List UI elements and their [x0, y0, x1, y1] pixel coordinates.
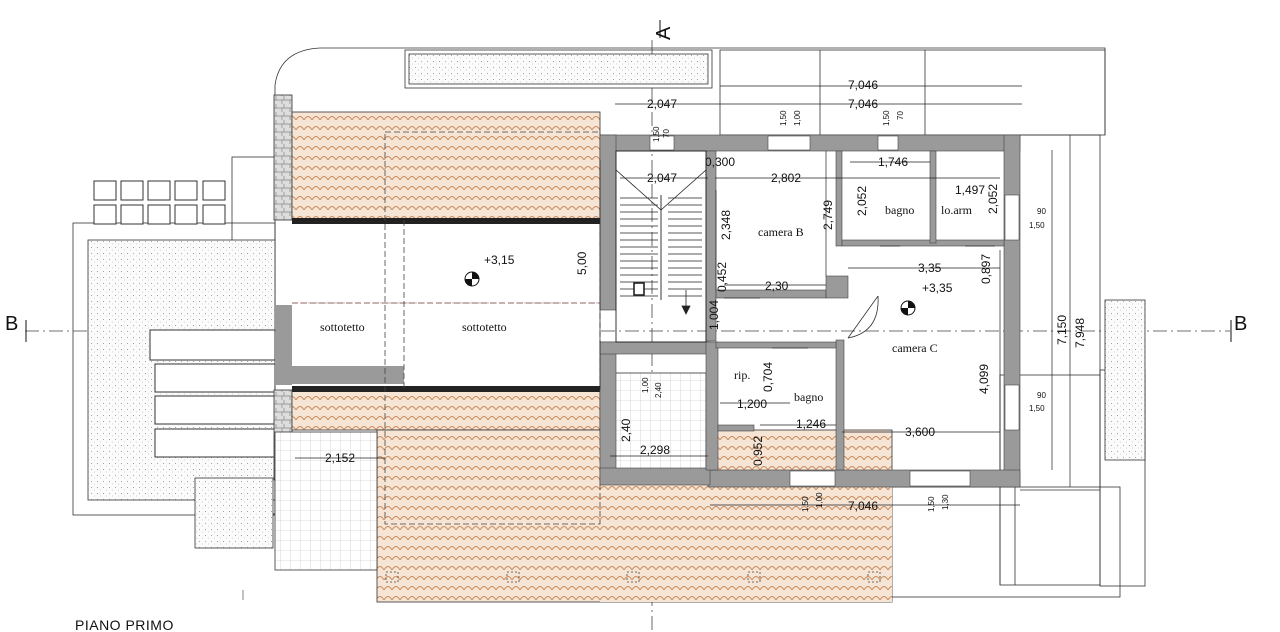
- dim-2298: 2,298: [640, 443, 670, 457]
- dim-335: 3,35: [918, 261, 942, 275]
- section-mark-top: A: [653, 26, 675, 40]
- solar-panels: [93, 180, 226, 225]
- attic-area: [292, 220, 600, 390]
- roof-tiles-mid: [600, 485, 892, 602]
- dim-500: 5,00: [575, 251, 589, 275]
- dim-1746: 1,746: [878, 155, 908, 169]
- dim-2749: 2,749: [821, 200, 835, 230]
- dim-1004: 1,004: [707, 300, 721, 330]
- win-150-d: 1,50: [1029, 221, 1045, 230]
- level-label-floor: +3,35: [922, 281, 953, 295]
- stair-landing: [615, 169, 707, 315]
- room-camera-c: camera C: [892, 341, 938, 355]
- dim-7046-a: 7,046: [848, 78, 878, 92]
- win-150-e: 1,50: [1029, 404, 1045, 413]
- dim-230: 2,30: [765, 279, 789, 293]
- win-150-c: 1,50: [652, 126, 661, 142]
- drawing-title: PIANO PRIMO: [75, 617, 174, 632]
- dim-0952: 0,952: [751, 436, 765, 466]
- level-marker-attic: [464, 271, 480, 287]
- win-150-b: 1,50: [882, 110, 891, 126]
- dim-4099: 4,099: [977, 364, 991, 394]
- doors: [724, 245, 995, 349]
- roof-tiles-lower: [291, 389, 601, 431]
- room-sottotetto-left: sottotetto: [320, 320, 365, 334]
- dim-2047-a: 2,047: [647, 97, 677, 111]
- tiled-balcony: [605, 372, 707, 484]
- win-130: 1,30: [941, 494, 950, 510]
- win-70-b: 70: [662, 129, 671, 138]
- gravel-area-bottom: [194, 477, 274, 549]
- dim-2152: 2,152: [325, 451, 355, 465]
- attic-beam-top: [292, 218, 600, 224]
- dim-7948: 7,948: [1073, 318, 1087, 348]
- stair-treads: [620, 197, 702, 297]
- dim-2047-b: 2,047: [647, 171, 677, 185]
- section-mark-left: B: [5, 313, 18, 335]
- dim-0452: 0,452: [715, 262, 729, 292]
- win-150-g: 1,50: [927, 496, 936, 512]
- dim-2802: 2,802: [771, 171, 801, 185]
- dimension-lines: [295, 85, 1071, 506]
- win-100-a: 1,00: [793, 110, 802, 126]
- win-100-c: 1,00: [815, 492, 824, 508]
- attic-wall-left: [276, 305, 292, 385]
- dim-3600: 3,600: [905, 425, 935, 439]
- dim-7150: 7,150: [1055, 315, 1069, 345]
- win-90-b: 90: [1037, 391, 1046, 400]
- dim-0300: 0,300: [705, 155, 735, 169]
- dim-2052-a: 2,052: [855, 186, 869, 216]
- win-240: 2,40: [654, 382, 663, 398]
- level-marker-floor: [900, 300, 916, 316]
- room-bagno-lower: bagno: [794, 390, 823, 404]
- dim-2348: 2,348: [719, 210, 733, 240]
- win-90-a: 90: [1037, 207, 1046, 216]
- dim-2052-b: 2,052: [986, 184, 1000, 214]
- roof-tiles-upper: [291, 111, 601, 221]
- stone-wall-left-upper: [273, 94, 293, 221]
- dim-1246: 1,246: [796, 417, 826, 431]
- room-rip: rip.: [734, 368, 750, 382]
- tiled-terrace: [274, 431, 378, 571]
- roof-vents: [385, 571, 881, 583]
- win-150-f: 1,50: [801, 496, 810, 512]
- room-camera-b: camera B: [758, 225, 804, 239]
- attic-beam-bottom: [292, 386, 600, 392]
- room-lo-arm: lo.arm: [941, 203, 973, 217]
- dim-1497: 1,497: [955, 183, 985, 197]
- win-100-b: 1,00: [641, 377, 650, 393]
- staircase: [615, 150, 707, 343]
- dim-240: 2,40: [619, 418, 633, 442]
- attic-ledge: [292, 366, 404, 384]
- win-150-a: 1,50: [779, 110, 788, 126]
- gravel-planter-top: [408, 53, 709, 85]
- win-70-a: 70: [896, 111, 905, 120]
- dim-7046-b: 7,046: [848, 97, 878, 111]
- windows: [649, 135, 1020, 487]
- gravel-area-right: [1104, 299, 1146, 461]
- dim-0897: 0,897: [979, 254, 993, 284]
- dim-0704: 0,704: [761, 362, 775, 392]
- room-bagno-upper: bagno: [885, 203, 914, 217]
- level-label-attic: +3,15: [484, 253, 515, 267]
- section-mark-right: B: [1234, 313, 1247, 335]
- dim-1200: 1,200: [737, 397, 767, 411]
- room-sottotetto-right: sottotetto: [462, 320, 507, 334]
- dim-7046-c: 7,046: [848, 499, 878, 513]
